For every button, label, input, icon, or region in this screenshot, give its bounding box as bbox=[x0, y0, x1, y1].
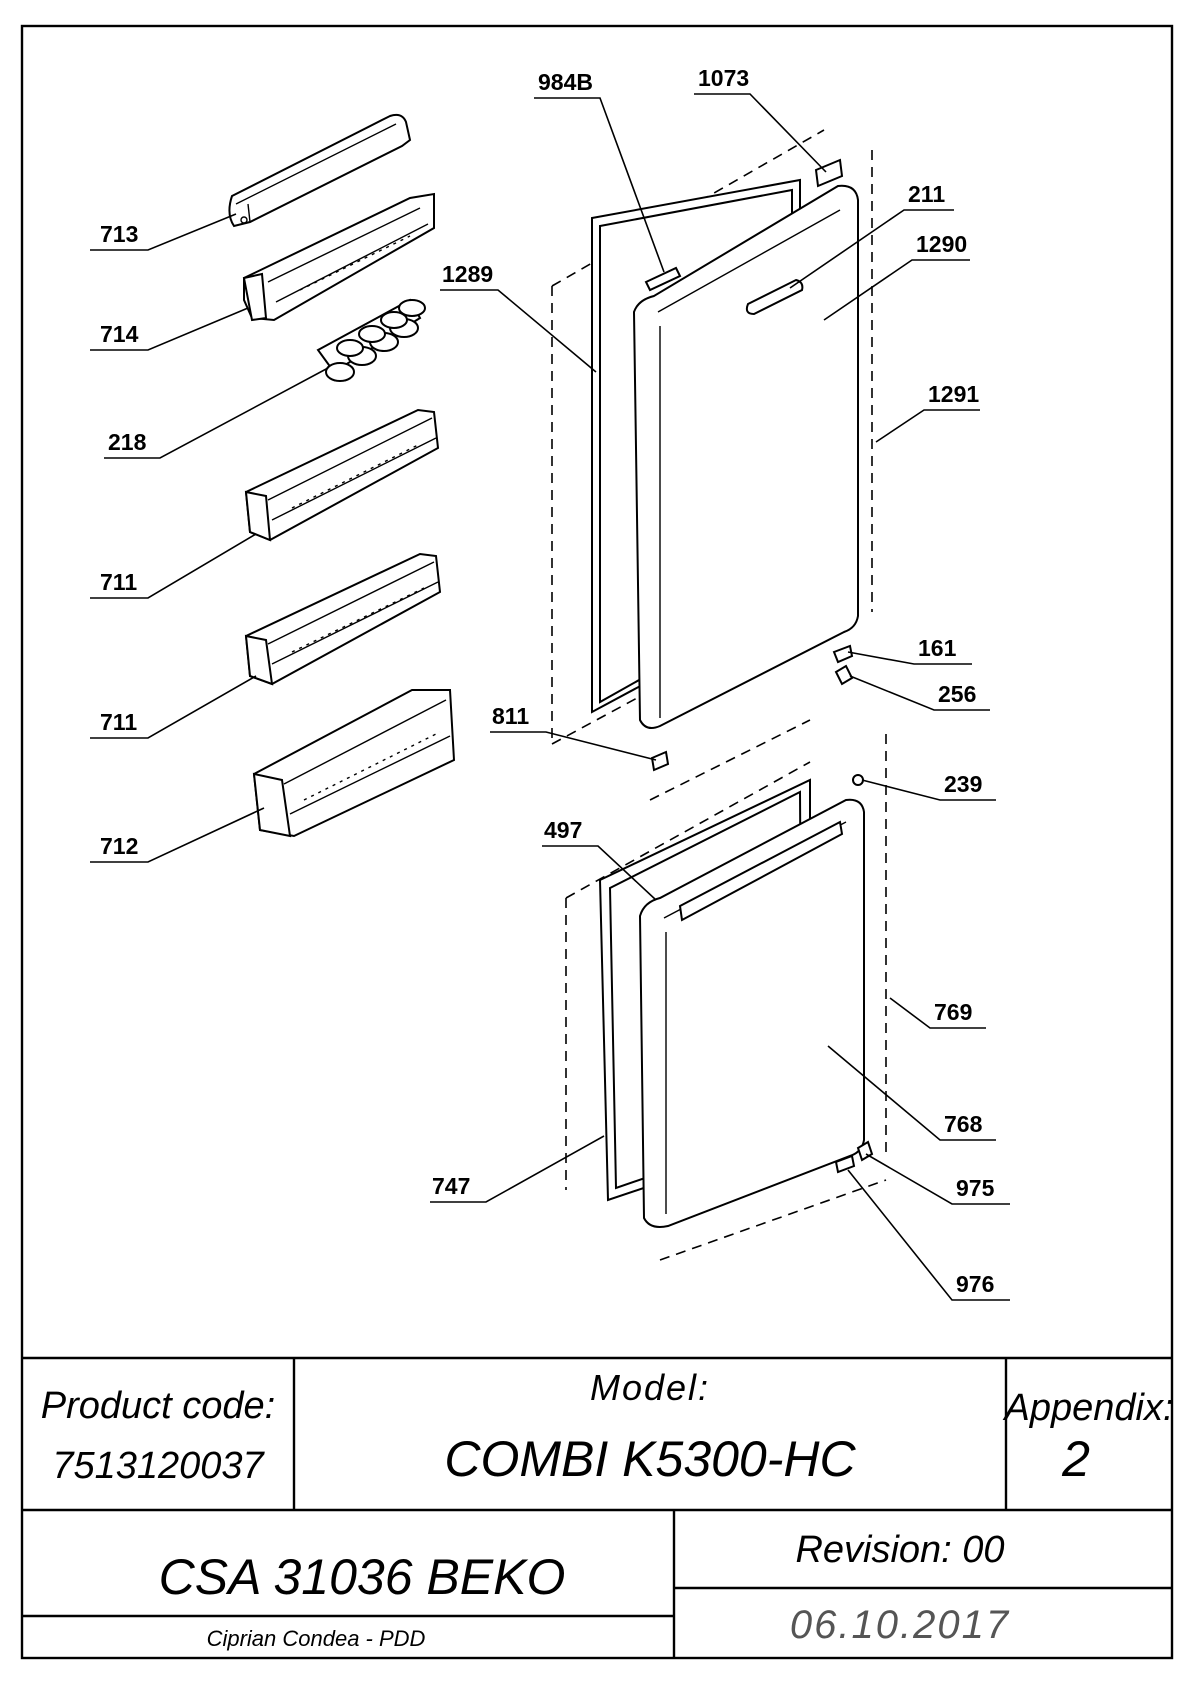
callout-984B: 984B bbox=[538, 69, 593, 95]
callout-811: 811 bbox=[492, 703, 529, 729]
revision: Revision: 00 bbox=[795, 1529, 1004, 1571]
part-256 bbox=[834, 664, 854, 686]
callout-975: 975 bbox=[956, 1175, 995, 1201]
part-161 bbox=[832, 644, 854, 664]
callout-713: 713 bbox=[100, 221, 138, 247]
model-label: Model: bbox=[590, 1367, 710, 1408]
part-713-shelf-cover bbox=[228, 113, 412, 228]
callout-711-lower: 711 bbox=[100, 709, 137, 735]
part-976 bbox=[834, 1154, 856, 1174]
product-code-value: 7513120037 bbox=[52, 1445, 265, 1487]
title-block: Product code: 7513120037 Model: COMBI K5… bbox=[22, 1356, 1174, 1658]
part-811 bbox=[650, 750, 670, 772]
model-value: COMBI K5300-HC bbox=[444, 1431, 856, 1487]
callout-218: 218 bbox=[108, 429, 147, 455]
drawing-frame bbox=[20, 24, 1174, 1660]
callout-239: 239 bbox=[944, 771, 982, 797]
product-code-label: Product code: bbox=[41, 1385, 275, 1427]
callout-976: 976 bbox=[956, 1271, 994, 1297]
appendix-label: Appendix: bbox=[1002, 1387, 1173, 1429]
part-711-shelf-upper bbox=[244, 408, 440, 542]
leader-lines bbox=[90, 93, 1010, 1301]
appendix-value: 2 bbox=[1061, 1431, 1090, 1487]
callout-1073: 1073 bbox=[698, 65, 749, 91]
callout-161: 161 bbox=[918, 635, 957, 661]
callout-714: 714 bbox=[100, 321, 139, 347]
callout-1291: 1291 bbox=[928, 381, 979, 407]
callout-712: 712 bbox=[100, 833, 138, 859]
callout-1289: 1289 bbox=[442, 261, 493, 287]
lower-door-assembly bbox=[565, 719, 887, 1261]
callout-211: 211 bbox=[908, 181, 945, 207]
drawing-name: CSA 31036 BEKO bbox=[159, 1549, 566, 1605]
drawing-date: 06.10.2017 bbox=[790, 1603, 1010, 1647]
author: Ciprian Condea - PDD bbox=[207, 1626, 426, 1651]
part-714-shelf bbox=[242, 192, 435, 322]
callout-labels: 984B 1073 713 211 1290 1289 714 218 1291… bbox=[100, 65, 995, 1297]
callout-1290: 1290 bbox=[916, 231, 967, 257]
part-239 bbox=[852, 774, 864, 786]
part-711-shelf-lower bbox=[244, 552, 442, 686]
callout-747: 747 bbox=[432, 1173, 470, 1199]
callout-768: 768 bbox=[944, 1111, 983, 1137]
callout-497: 497 bbox=[544, 817, 582, 843]
callout-711-upper: 711 bbox=[100, 569, 137, 595]
upper-door-assembly bbox=[551, 129, 873, 772]
part-712-shelf-deep bbox=[252, 689, 456, 838]
callout-256: 256 bbox=[938, 681, 976, 707]
part-218-egg-tray bbox=[316, 298, 426, 382]
callout-769: 769 bbox=[934, 999, 972, 1025]
